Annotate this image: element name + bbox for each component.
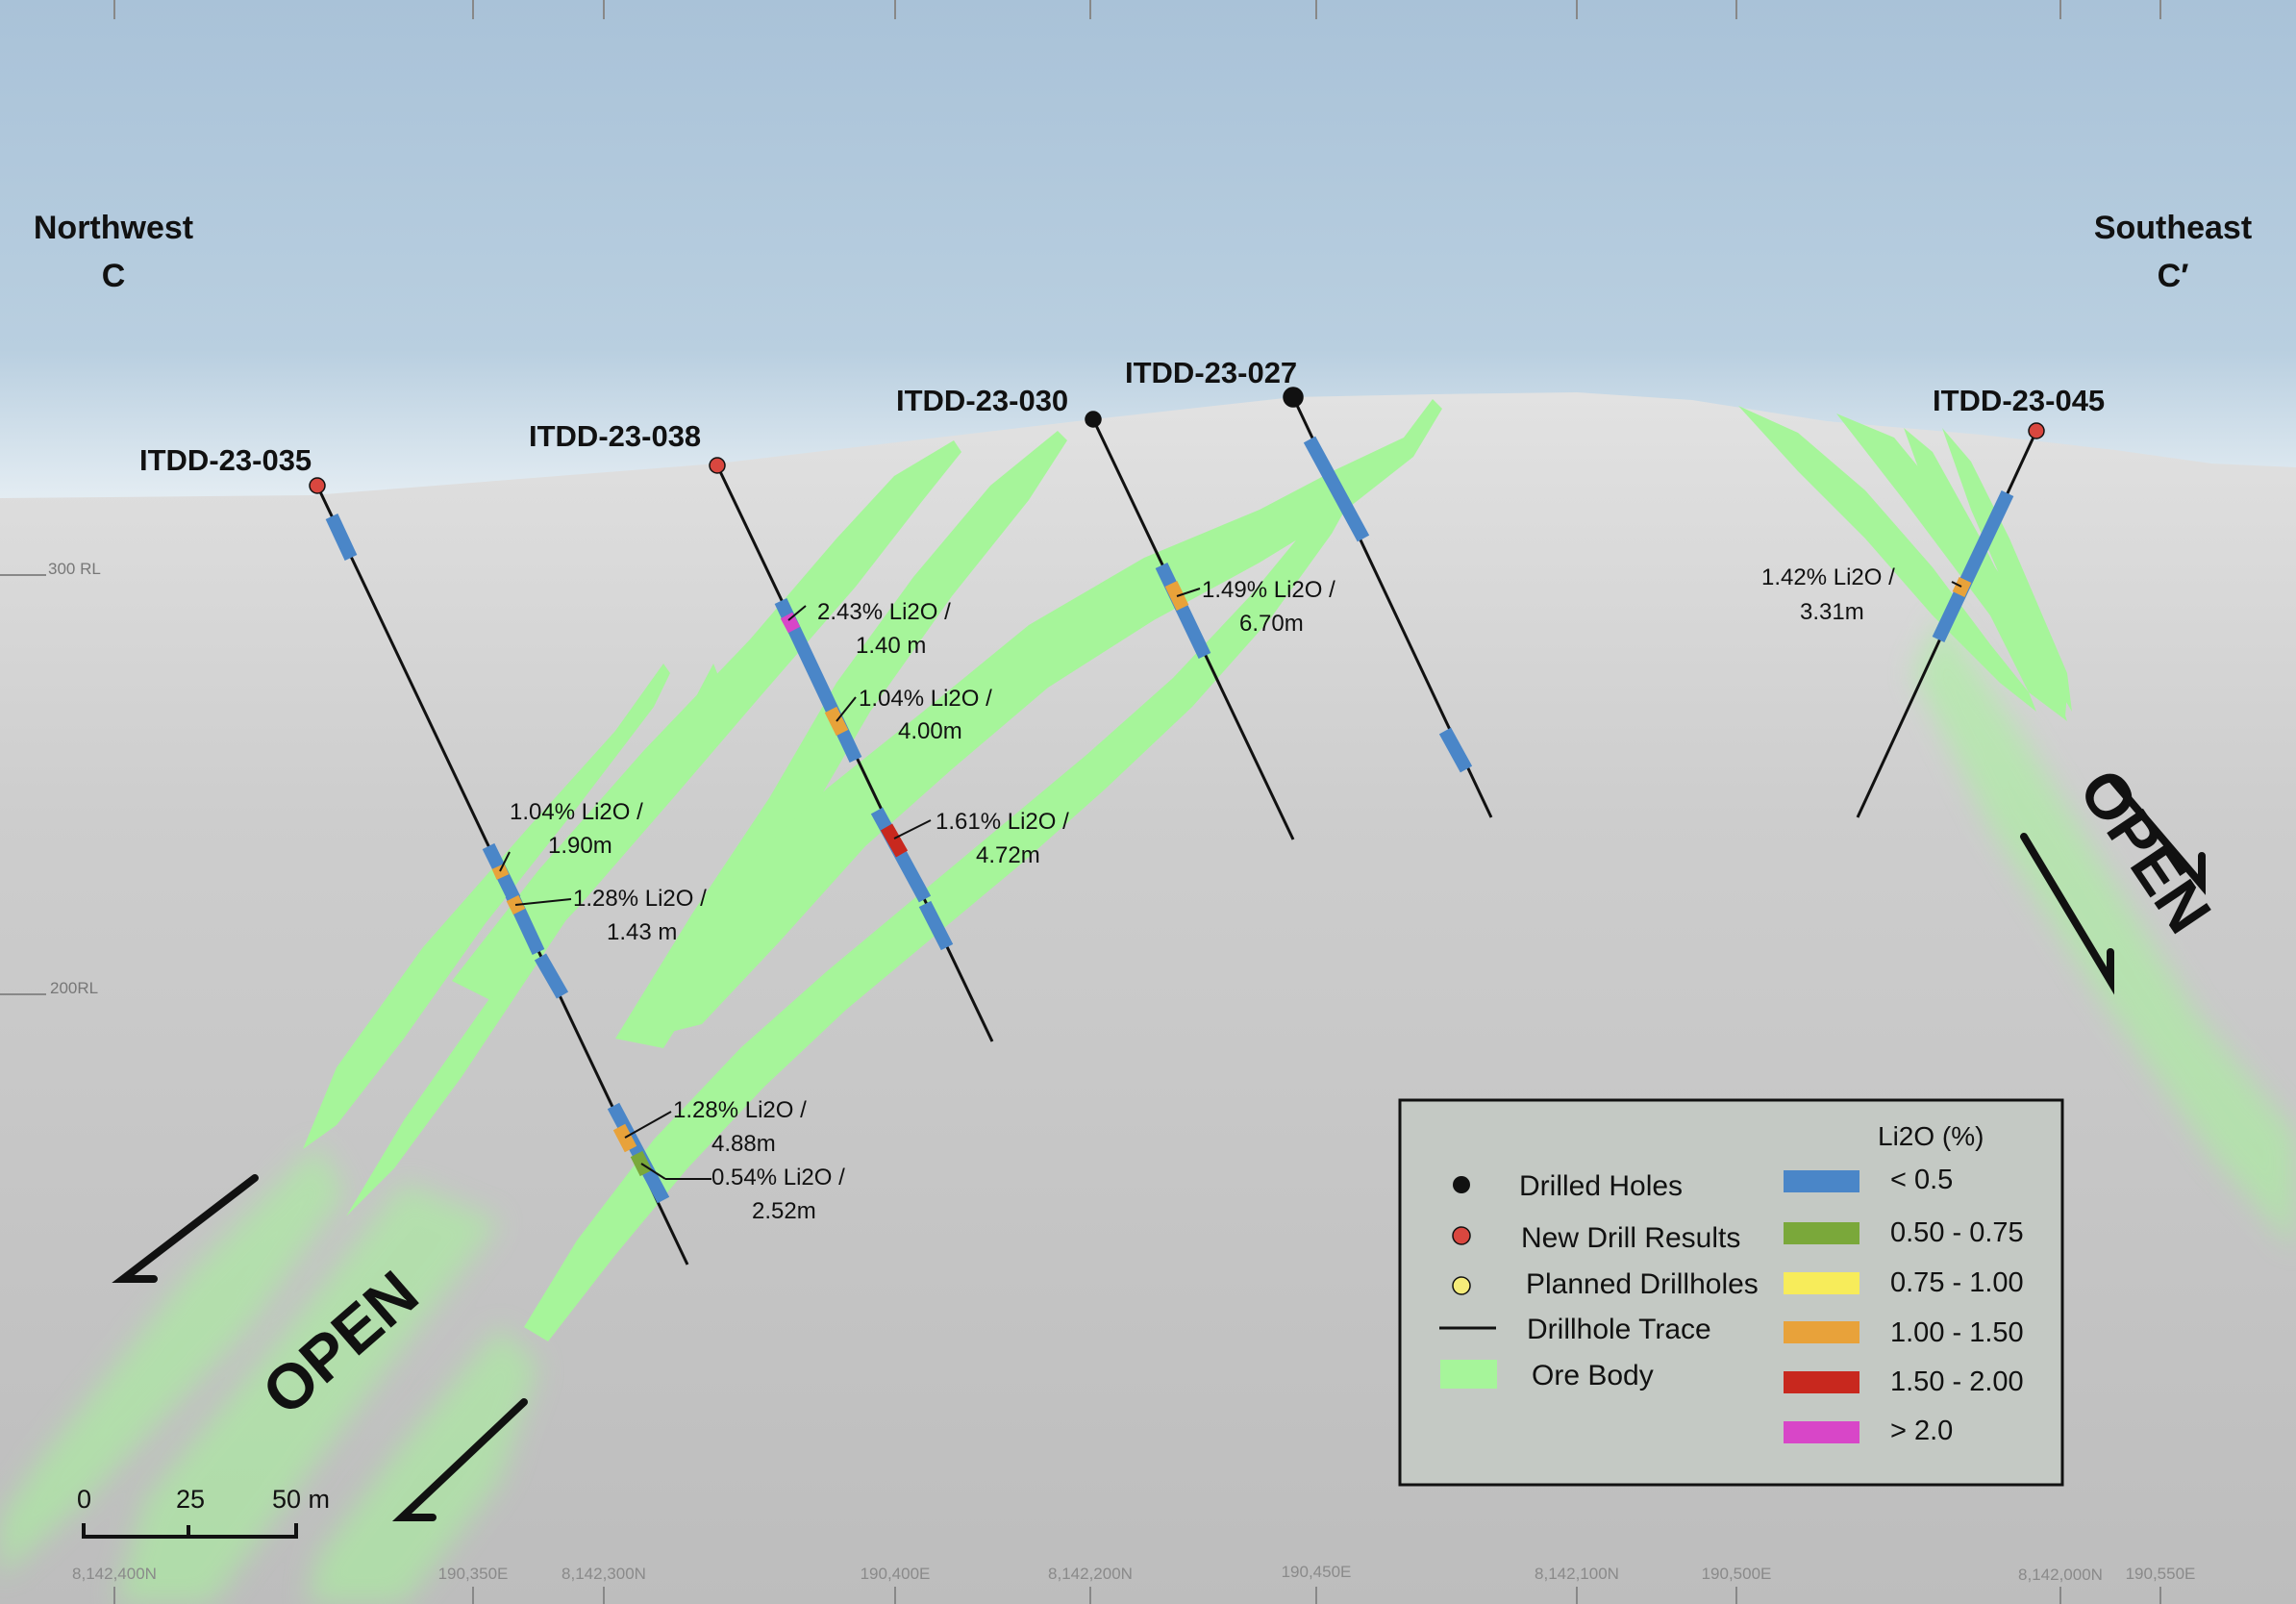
northwest-label: Northwest [34, 210, 193, 246]
ore-bodies [303, 399, 2072, 1341]
collar-itdd-23-027 [1283, 387, 1304, 408]
grid-label-6: 8,142,100N [1535, 1565, 1619, 1583]
open-arrows-right [2020, 775, 2206, 995]
scale-bar: 0 25 50 m [77, 1485, 330, 1539]
intercept-035-1-line1: 1.04% Li2O / [510, 799, 643, 825]
legend-grade-5-label: > 2.0 [1890, 1416, 1953, 1446]
legend-ore-body-icon [1440, 1360, 1497, 1389]
intercept-035-1-line2: 1.90m [548, 833, 612, 859]
hole-label-itdd-23-038: ITDD-23-038 [529, 419, 701, 453]
legend-grade-3-label: 1.00 - 1.50 [1890, 1317, 2024, 1348]
scale-0: 0 [77, 1485, 91, 1514]
legend-grade-0-swatch [1784, 1170, 1859, 1192]
legend-grade-1-swatch [1784, 1222, 1859, 1244]
grid-label-4: 8,142,200N [1048, 1565, 1133, 1583]
intercept-035-2-line2: 1.43 m [607, 919, 677, 945]
intercept-labels: 2.43% Li2O / 1.40 m 1.04% Li2O / 4.00m 1… [510, 564, 1895, 1224]
collar-itdd-23-045 [2028, 422, 2045, 439]
grid-label-0: 8,142,400N [72, 1565, 157, 1583]
ore-body-9 [1942, 428, 2072, 712]
legend-box [1398, 1098, 2064, 1487]
ore-body-6 [524, 466, 1365, 1341]
legend-drilled-holes-icon [1453, 1176, 1470, 1193]
intercept-045-line2: 3.31m [1800, 599, 1864, 625]
ore-body-7 [1738, 406, 2036, 712]
ore-body-5 [654, 399, 1442, 1034]
intercept-038-1-line1: 2.43% Li2O / [817, 599, 951, 625]
grid-label-8: 8,142,000N [2018, 1566, 2103, 1584]
collar-itdd-23-035 [309, 477, 326, 494]
collar-itdd-23-030 [1085, 411, 1102, 428]
legend-grade-5-swatch [1784, 1421, 1859, 1443]
legend-planned-label: Planned Drillholes [1526, 1268, 1759, 1300]
c-label: C [102, 258, 126, 294]
top-grid-ticks [113, 0, 2161, 19]
legend-ore-body-label: Ore Body [1532, 1360, 1654, 1391]
hole-label-itdd-23-035: ITDD-23-035 [139, 443, 312, 477]
grid-label-5: 190,450E [1282, 1563, 1352, 1581]
bottom-grid-ticks [113, 1587, 2161, 1604]
legend-new-results-icon [1452, 1226, 1471, 1245]
intercept-038-3-line1: 1.61% Li2O / [936, 809, 1069, 835]
grid-label-1: 190,350E [438, 1565, 509, 1583]
legend-grade-0-label: < 0.5 [1890, 1165, 1953, 1195]
collars [309, 387, 2045, 494]
legend-grade-title: Li2O (%) [1878, 1121, 1984, 1151]
legend-trace-label: Drillhole Trace [1527, 1314, 1711, 1345]
grid-label-9: 190,550E [2126, 1565, 2196, 1583]
section-ends: Northwest C Southeast C′ [34, 210, 2252, 294]
intercept-035-4-line2: 2.52m [752, 1198, 816, 1224]
hole-labels: ITDD-23-035 ITDD-23-038 ITDD-23-030 ITDD… [139, 356, 2105, 477]
legend-grade-1-label: 0.50 - 0.75 [1890, 1217, 2024, 1248]
intercept-038-1-line2: 1.40 m [856, 633, 926, 659]
grid-label-7: 190,500E [1702, 1565, 1772, 1583]
legend-grade-4-swatch [1784, 1371, 1859, 1393]
bottom-grid-labels: 8,142,400N 190,350E 8,142,300N 190,400E … [72, 1563, 2195, 1584]
intercept-038-2-line2: 4.00m [898, 718, 962, 744]
collar-itdd-23-038 [709, 457, 726, 474]
grid-label-2: 8,142,300N [562, 1565, 646, 1583]
legend-new-results-label: New Drill Results [1521, 1222, 1740, 1254]
intercept-038-2-line1: 1.04% Li2O / [859, 686, 992, 712]
rl-labels: 300 RL 200RL [0, 560, 101, 997]
legend-grade-4-label: 1.50 - 2.00 [1890, 1366, 2024, 1397]
hole-label-itdd-23-030: ITDD-23-030 [896, 384, 1068, 417]
intercept-035-3-line2: 4.88m [711, 1131, 776, 1157]
ore-body-3 [452, 440, 961, 1000]
legend-planned-icon [1452, 1276, 1471, 1295]
rl-300: 300 RL [48, 560, 101, 578]
legend: Li2O (%) Drilled Holes New Drill Results… [1398, 1098, 2064, 1487]
intercept-030-line2: 6.70m [1239, 611, 1304, 637]
c-prime-label: C′ [2158, 258, 2189, 294]
intercept-030-line1: 1.49% Li2O / [1202, 577, 1335, 603]
grid-label-3: 190,400E [861, 1565, 931, 1583]
intercept-035-3-line1: 1.28% Li2O / [673, 1097, 807, 1123]
rl-200: 200RL [50, 979, 98, 997]
legend-grade-3-swatch [1784, 1321, 1859, 1343]
intercept-leaders [499, 581, 1962, 1180]
intercept-035-4-line1: 0.54% Li2O / [711, 1165, 845, 1190]
ore-extrapolation [0, 615, 2296, 1604]
hole-label-itdd-23-027: ITDD-23-027 [1125, 356, 1297, 389]
scale-50: 50 m [272, 1485, 330, 1514]
legend-grade-2-label: 0.75 - 1.00 [1890, 1267, 2024, 1298]
open-arrows-left [112, 1174, 528, 1521]
legend-grade-2-swatch [1784, 1272, 1859, 1294]
scale-25: 25 [176, 1485, 205, 1514]
intercept-045-line1: 1.42% Li2O / [1761, 564, 1895, 590]
legend-drilled-holes-label: Drilled Holes [1519, 1170, 1683, 1202]
ore-body-1 [303, 664, 670, 1149]
intercept-038-3-line2: 4.72m [976, 842, 1040, 868]
southeast-label: Southeast [2094, 210, 2252, 246]
intercept-035-2-line1: 1.28% Li2O / [573, 886, 707, 912]
ore-body-10 [1904, 428, 2067, 721]
hole-label-itdd-23-045: ITDD-23-045 [1933, 384, 2105, 417]
